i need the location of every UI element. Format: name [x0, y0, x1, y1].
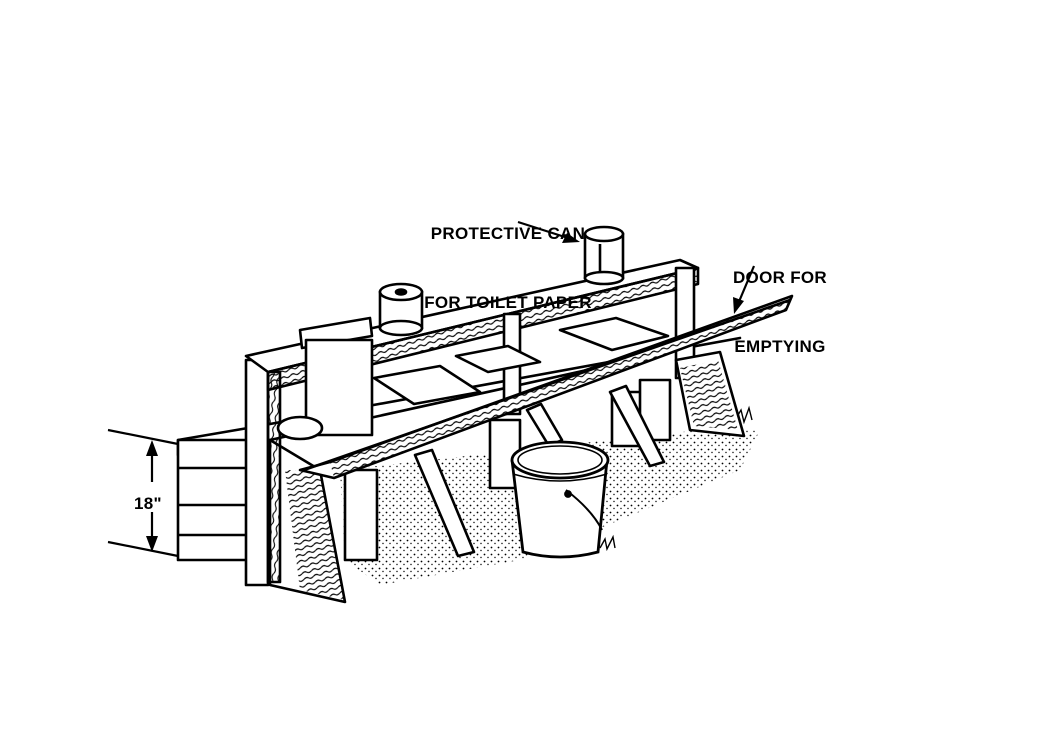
door-label: DOOR FOR EMPTYING — [718, 220, 842, 381]
left-backboard — [304, 338, 374, 437]
center-seat-lid — [454, 344, 542, 374]
leader-lines — [517, 220, 756, 314]
toilet-paper-can-label-line1: PROTECTIVE CAN — [430, 224, 586, 243]
toilet-paper-can-label-line2: FOR TOILET PAPER — [424, 293, 592, 312]
door-label-line1: DOOR FOR — [732, 268, 827, 287]
right-seat-lid — [558, 316, 670, 352]
height-dimension — [107, 428, 179, 558]
height-label: 18" — [134, 494, 162, 513]
left-seat-hole — [276, 415, 324, 441]
seat-box — [176, 258, 794, 604]
prop-stick-center — [525, 402, 564, 448]
bucket — [510, 440, 610, 559]
door-label-line2: EMPTYING — [734, 337, 826, 356]
left-post — [244, 358, 270, 587]
prop-stick-right — [608, 384, 666, 468]
toilet-paper-roll — [378, 282, 424, 337]
middle-seat-lid — [372, 364, 482, 406]
toilet-paper-can-label: PROTECTIVE CAN FOR TOILET PAPER — [408, 176, 608, 337]
protective-can — [583, 225, 625, 286]
prop-stick-left — [413, 448, 476, 558]
